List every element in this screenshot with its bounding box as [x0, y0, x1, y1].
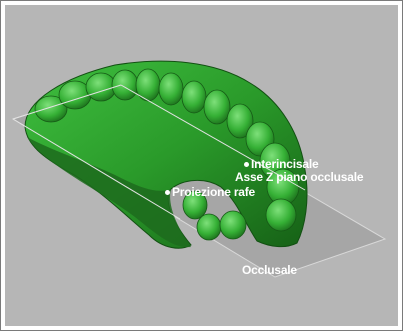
- marker-dot: [244, 162, 249, 167]
- label-asse-z: Asse Z piano occlusale: [235, 171, 363, 184]
- marker-dot: [165, 190, 170, 195]
- label-interincisale-text: Interincisale: [251, 157, 318, 171]
- label-occlusale: Occlusale: [242, 264, 297, 277]
- dental-arch-scene: [5, 5, 398, 326]
- label-proiezione-rafe: Proiezione rafe: [165, 186, 255, 199]
- label-proiezione-rafe-text: Proiezione rafe: [172, 185, 255, 199]
- 3d-viewport: Interincisale Asse Z piano occlusale Pro…: [5, 5, 398, 326]
